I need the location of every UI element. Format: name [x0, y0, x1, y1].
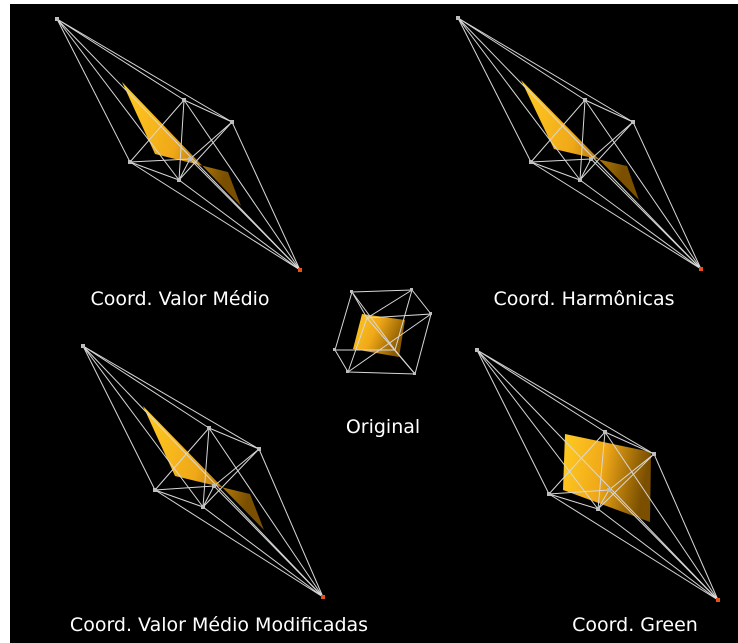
render-canvas: Coord. Valor Médio Coord. Harmônicas Ori… — [10, 4, 738, 643]
caption-valor-medio: Coord. Valor Médio — [90, 288, 270, 310]
panel-valor-medio — [55, 17, 302, 272]
cage-wireframe — [82, 345, 324, 598]
selected-vertex[interactable] — [298, 268, 302, 272]
panel-harmonicas — [456, 16, 703, 271]
selected-vertex[interactable] — [699, 267, 703, 271]
deformed-surface — [143, 406, 264, 530]
panel-valor-medio-modificadas — [81, 344, 325, 599]
cage-wireframe — [56, 18, 301, 271]
cage-wireframe — [457, 17, 702, 270]
deformed-surface — [563, 434, 651, 522]
cage-wireframe — [476, 349, 719, 601]
caption-green: Coord. Green — [572, 614, 698, 636]
caption-valor-medio-modificadas: Coord. Valor Médio Modificadas — [69, 614, 369, 636]
caption-harmonicas: Coord. Harmônicas — [493, 288, 675, 310]
selected-vertex[interactable] — [716, 598, 720, 602]
cage-vertices — [81, 344, 261, 509]
selected-vertex[interactable] — [321, 595, 325, 599]
cage-vertices — [475, 348, 656, 511]
panel-original — [333, 288, 432, 375]
cage-vertices — [456, 16, 635, 182]
deformed-surface — [521, 80, 639, 200]
caption-original: Original — [345, 416, 421, 438]
panel-green — [475, 348, 720, 602]
cage-vertices — [55, 17, 234, 182]
cage-vertices — [333, 288, 432, 375]
